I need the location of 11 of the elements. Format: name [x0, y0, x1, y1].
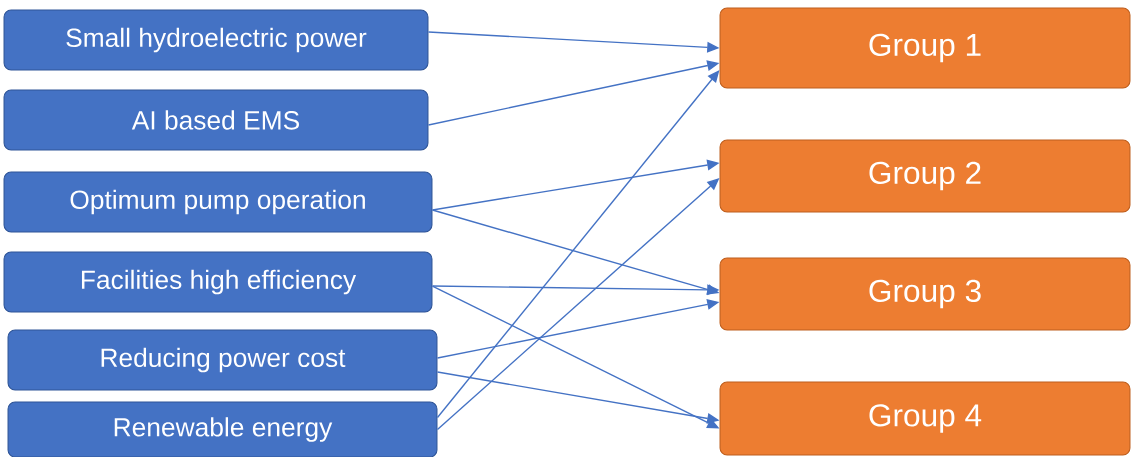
group-box: Group 3	[719, 257, 1131, 331]
source-box: Facilities high efficiency	[3, 251, 433, 313]
source-box: Optimum pump operation	[3, 171, 433, 233]
arrow	[436, 70, 720, 419]
source-box: Reducing power cost	[7, 329, 438, 391]
group-box: Group 1	[719, 7, 1131, 89]
group-box: Group 2	[719, 139, 1131, 213]
source-box: AI based EMS	[3, 89, 429, 151]
source-box: Small hydroelectric power	[3, 9, 429, 71]
group-box: Group 4	[719, 381, 1131, 456]
source-box: Renewable energy	[7, 401, 438, 457]
